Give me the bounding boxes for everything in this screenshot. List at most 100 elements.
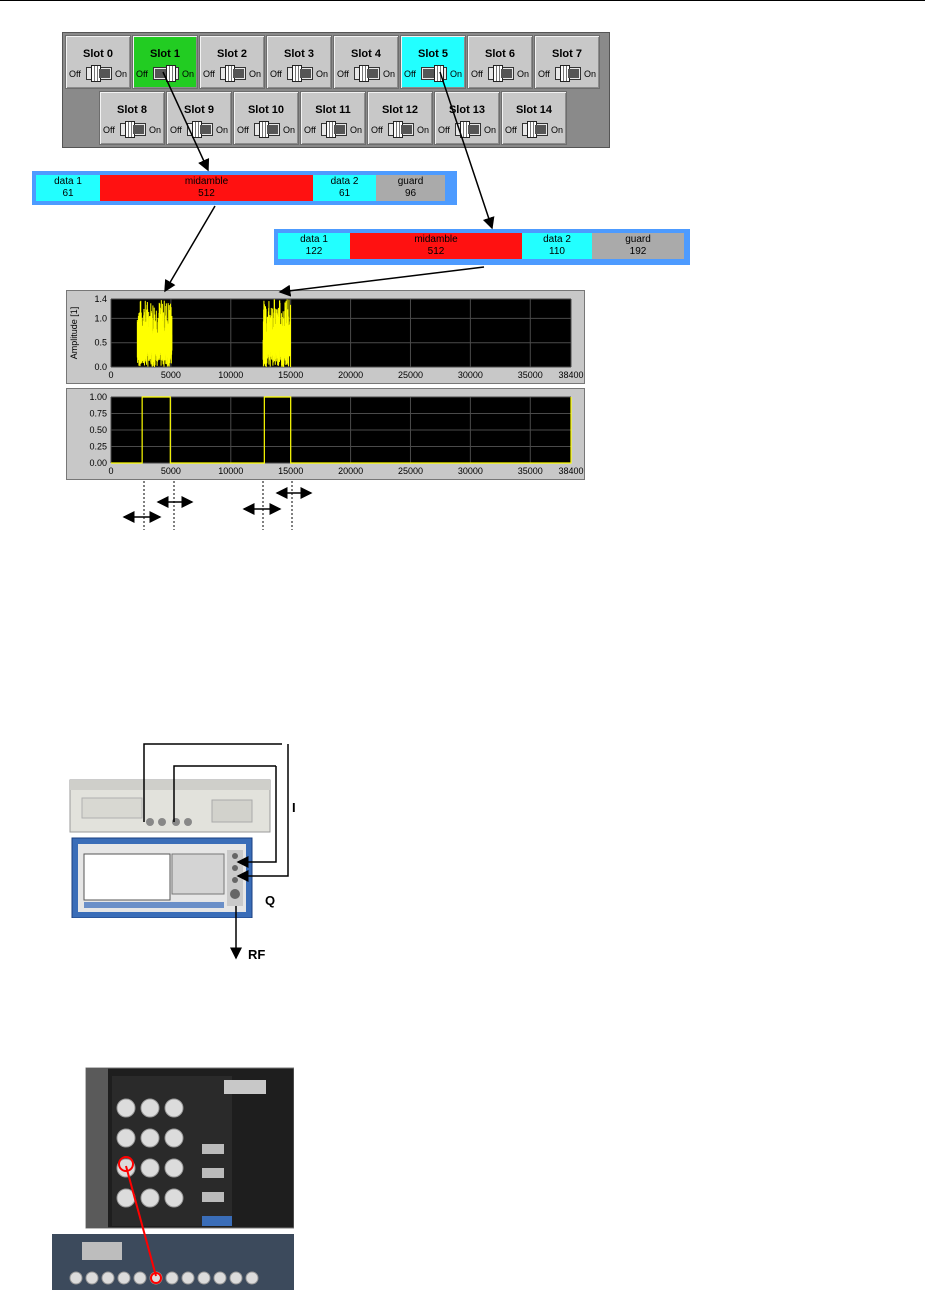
slot-toggle[interactable]	[455, 123, 481, 136]
slot-toggle[interactable]	[187, 123, 213, 136]
slot-toggle[interactable]	[354, 67, 380, 80]
toggle-on-label: On	[216, 125, 228, 135]
segment-label: guard	[592, 234, 684, 246]
slot-toggle[interactable]	[488, 67, 514, 80]
y-tick-label: 0.00	[89, 458, 107, 468]
y-tick-label: 1.4	[94, 294, 107, 304]
segment-value: 512	[100, 188, 313, 200]
toggle-off-label: Off	[538, 69, 550, 79]
slot-toggle[interactable]	[220, 67, 246, 80]
slot-toggle[interactable]	[421, 67, 447, 80]
segment-value: 122	[278, 246, 350, 258]
x-tick-label: 0	[108, 370, 113, 380]
segment-value: 192	[592, 246, 684, 258]
plot-area	[111, 299, 571, 367]
toggle-on-label: On	[249, 69, 261, 79]
toggle-knob[interactable]	[166, 65, 176, 82]
toggle-track	[233, 69, 244, 78]
slot-label: Slot 4	[334, 48, 398, 60]
y-axis-label: Amplitude [1]	[69, 307, 79, 360]
slot-toggle[interactable]	[522, 123, 548, 136]
toggle-track	[367, 69, 378, 78]
instrument-stack-drawing	[62, 738, 282, 918]
x-tick-label: 25000	[398, 466, 423, 476]
slot-label: Slot 2	[200, 48, 264, 60]
y-tick-label: 0.0	[94, 362, 107, 372]
rear-panel-photo	[52, 1062, 294, 1290]
slot-toggle[interactable]	[388, 123, 414, 136]
toggle-off-label: Off	[438, 125, 450, 135]
slot-toggle[interactable]	[555, 67, 581, 80]
toggle-off-label: Off	[103, 125, 115, 135]
slot-label: Slot 9	[167, 104, 231, 116]
x-tick-label: 5000	[161, 466, 181, 476]
y-tick-label: 0.50	[89, 425, 107, 435]
slot-label: Slot 11	[301, 104, 365, 116]
slot-2[interactable]: Slot 2 Off On	[199, 35, 265, 89]
segment-label: data 1	[36, 176, 100, 188]
top-rule	[0, 0, 925, 1]
label-q: Q	[265, 893, 275, 908]
toggle-track	[568, 69, 579, 78]
toggle-on-label: On	[182, 69, 194, 79]
slot-label: Slot 1	[133, 48, 197, 60]
toggle-track	[155, 69, 166, 78]
toggle-knob[interactable]	[434, 65, 444, 82]
slot-label: Slot 0	[66, 48, 130, 60]
slot-label: Slot 14	[502, 104, 566, 116]
y-tick-label: 1.00	[89, 392, 107, 402]
segment-label: data 1	[278, 234, 350, 246]
toggle-track	[300, 69, 311, 78]
slot-toggle[interactable]	[287, 67, 313, 80]
slot-toggle[interactable]	[254, 123, 280, 136]
slot-toggle[interactable]	[321, 123, 347, 136]
toggle-on-label: On	[350, 125, 362, 135]
arrow-burst1-to-chart	[165, 206, 215, 291]
toggle-track	[133, 125, 144, 134]
x-tick-label: 38400	[558, 370, 583, 380]
x-tick-label: 20000	[338, 370, 363, 380]
toggle-track	[535, 125, 546, 134]
toggle-off-label: Off	[136, 69, 148, 79]
segment-label: guard	[376, 176, 445, 188]
toggle-off-label: Off	[203, 69, 215, 79]
slot-label: Slot 12	[368, 104, 432, 116]
toggle-track	[267, 125, 278, 134]
segment-label: data 2	[522, 234, 592, 246]
slot-toggle[interactable]	[153, 67, 179, 80]
slot-label: Slot 8	[100, 104, 164, 116]
toggle-on-label: On	[517, 69, 529, 79]
envelope-chart-panel: 0500010000150002000025000300003500038400…	[66, 388, 585, 480]
slot-label: Slot 10	[234, 104, 298, 116]
slot-toggle[interactable]	[120, 123, 146, 136]
slot-toggle[interactable]	[86, 67, 112, 80]
x-tick-label: 30000	[458, 370, 483, 380]
slot-label: Slot 5	[401, 48, 465, 60]
slot-1[interactable]: Slot 1 Off On	[132, 35, 198, 89]
toggle-track	[501, 69, 512, 78]
